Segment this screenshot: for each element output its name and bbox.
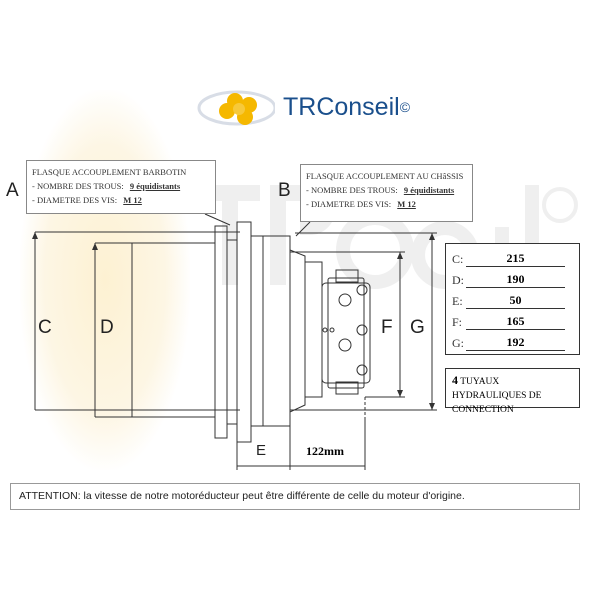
letter-g: G	[410, 317, 425, 338]
letter-e: E	[256, 442, 267, 459]
callout-b-holes: 9 équidistants	[403, 185, 455, 195]
letter-d: D	[100, 317, 114, 338]
letter-a: A	[6, 180, 19, 201]
callout-a: FLASQUE ACCOUPLEMENT BARBOTIN - NOMBRE D…	[26, 160, 216, 214]
letter-f: F	[381, 317, 393, 338]
logo-text: TRConseil©	[283, 93, 411, 121]
callout-a-screw: M 12	[123, 195, 142, 205]
dim-row-g: G:192	[452, 330, 573, 351]
callout-a-title: FLASQUE ACCOUPLEMENT BARBOTIN	[32, 167, 187, 177]
letter-c: C	[38, 317, 52, 338]
dim-row-e: E:50	[452, 288, 573, 309]
dim-row-d: D:190	[452, 267, 573, 288]
attention-notice: ATTENTION: la vitesse de notre motoréduc…	[10, 483, 580, 510]
length-label: 122mm	[306, 444, 344, 458]
logo: TRConseil©	[195, 83, 425, 133]
callout-b: FLASQUE ACCOUPLEMENT AU CHâSSIS - NOMBRE…	[300, 164, 473, 222]
dimension-table: C:215 D:190 E:50 F:165 G:192	[445, 243, 580, 355]
watermark-flower	[20, 90, 190, 470]
hoses-note: 4 TUYAUX HYDRAULIQUES DE CONNECTION	[445, 368, 580, 415]
callout-a-holes: 9 équidistants	[129, 181, 181, 191]
callout-b-screw: M 12	[397, 199, 416, 209]
logo-flower-icon	[197, 90, 275, 126]
dim-row-c: C:215	[452, 246, 573, 267]
dim-row-f: F:165	[452, 309, 573, 330]
callout-b-title: FLASQUE ACCOUPLEMENT AU CHâSSIS	[306, 171, 464, 181]
letter-b: B	[278, 180, 291, 201]
